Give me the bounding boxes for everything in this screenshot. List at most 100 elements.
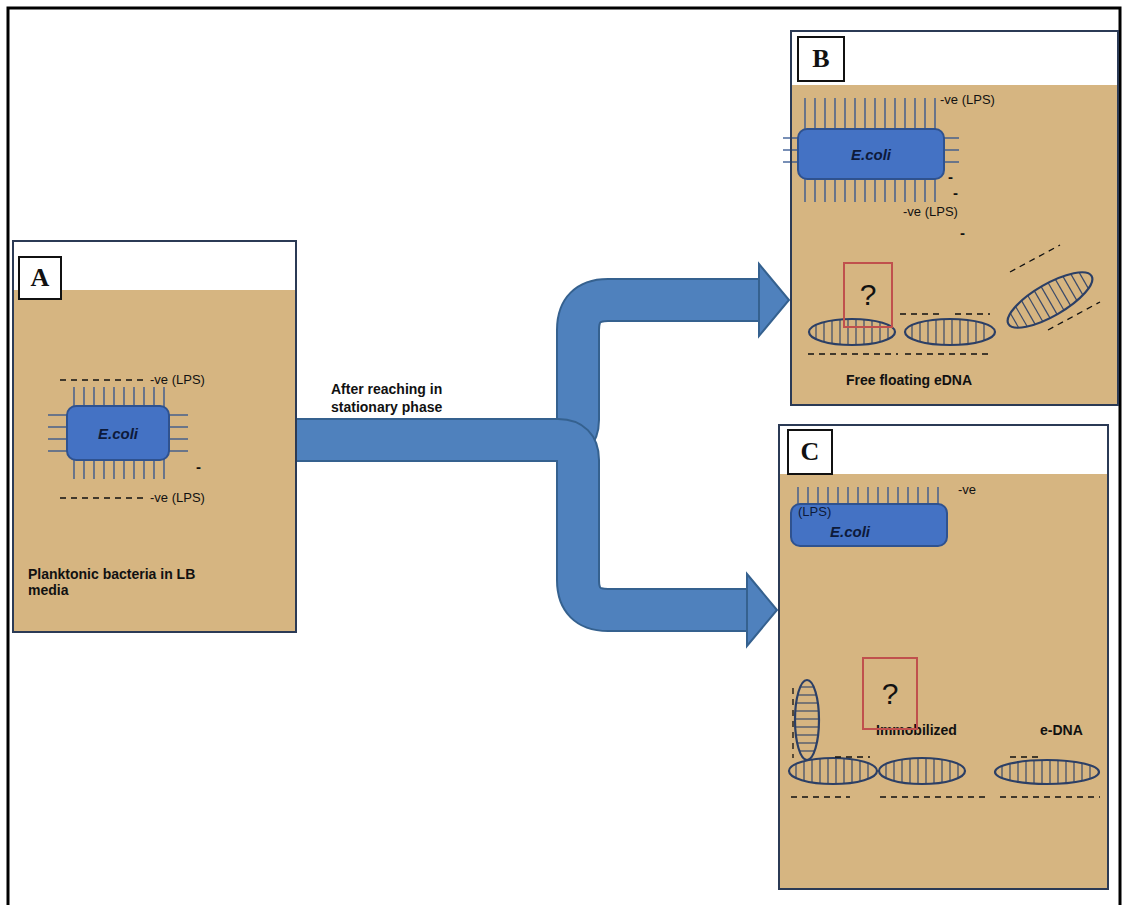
stroke (153, 459, 154, 479)
panel-caption: e-DNA (1040, 722, 1110, 738)
edna-strand (789, 758, 877, 784)
stroke (48, 438, 68, 439)
stroke (168, 438, 188, 439)
charge-dashes (792, 688, 793, 758)
stroke (959, 319, 960, 344)
stroke (885, 764, 886, 778)
stroke (854, 98, 855, 130)
stroke (894, 98, 895, 130)
stroke (795, 718, 819, 719)
stroke (943, 137, 959, 138)
stroke (914, 178, 915, 202)
panel-letter: A (31, 263, 50, 293)
charge-dashes (900, 313, 940, 314)
arrow-label: After reaching in stationary phase (331, 380, 481, 416)
stroke (800, 686, 814, 687)
stroke (859, 761, 860, 782)
stroke (804, 178, 805, 202)
edna-strand (995, 760, 1099, 784)
charge-dashes (60, 497, 146, 498)
stroke (943, 149, 959, 150)
stroke (48, 426, 68, 427)
charge-dashes (905, 353, 990, 354)
stroke (834, 98, 835, 130)
stroke (796, 702, 818, 703)
stroke (814, 178, 815, 202)
stroke (73, 459, 74, 479)
cell-and-dna-art (48, 98, 1100, 797)
edna-strand (795, 680, 819, 760)
charge-dashes (835, 756, 870, 757)
stroke (1025, 761, 1026, 783)
panel-letter-box: B (797, 36, 845, 82)
ecoli-cell: E.coli (66, 405, 170, 461)
stroke (93, 387, 94, 407)
stroke (803, 761, 804, 781)
arrow-shaft (297, 440, 749, 610)
stroke (143, 387, 144, 407)
charge-sign: - (948, 168, 953, 185)
cell-name: E.coli (851, 146, 891, 163)
stroke (843, 758, 844, 783)
charge-dashes (808, 353, 898, 354)
stroke (934, 98, 935, 130)
stroke (943, 319, 944, 345)
stroke (168, 414, 188, 415)
panel-caption: Planktonic bacteria in LB media (28, 566, 208, 598)
stroke (933, 759, 934, 784)
stroke (844, 98, 845, 130)
stroke (827, 758, 828, 784)
ecoli-cell: (LPS)E.coli (790, 503, 948, 547)
stroke (904, 178, 905, 202)
edna-strand (809, 319, 895, 345)
edna-strand (905, 319, 995, 345)
pili (783, 98, 959, 202)
charge-dashes (1000, 796, 1100, 797)
stroke (917, 758, 918, 784)
charge-dashes (791, 796, 850, 797)
stroke (1079, 272, 1088, 288)
question-box: ? (862, 657, 918, 730)
stroke (925, 758, 926, 784)
stroke (855, 319, 856, 345)
charge-label: -ve (958, 482, 976, 497)
stroke (884, 178, 885, 202)
stroke (864, 178, 865, 202)
edna-strand (1000, 262, 1099, 338)
stroke (924, 178, 925, 202)
stroke (839, 320, 840, 345)
stroke (153, 387, 154, 407)
panel-letter-box: A (18, 256, 62, 300)
panel-letter: B (812, 44, 829, 74)
stroke (809, 319, 895, 345)
panel-box: Planktonic bacteria in LB media A E.coli (12, 240, 297, 633)
stroke (48, 450, 68, 451)
question-box: ? (843, 262, 893, 328)
stroke (133, 387, 134, 407)
stroke (1034, 291, 1050, 318)
stroke (957, 764, 958, 778)
stroke (874, 98, 875, 130)
charge-dashes (1048, 302, 1100, 330)
stroke (1073, 762, 1074, 783)
stroke (797, 742, 817, 743)
stroke (831, 320, 832, 343)
stroke (911, 325, 912, 339)
panel-letter: C (801, 437, 820, 467)
stroke (811, 760, 812, 783)
outer-frame (8, 8, 1120, 905)
stroke (83, 459, 84, 479)
stroke (835, 758, 836, 784)
cell-name: E.coli (830, 523, 910, 540)
stroke (796, 734, 818, 735)
stroke (879, 758, 965, 784)
stroke (1033, 760, 1034, 783)
charge-dashes (880, 796, 990, 797)
stroke (795, 710, 818, 711)
arrow-head (759, 264, 789, 336)
stroke (1057, 760, 1058, 783)
stroke (1001, 766, 1002, 778)
question-mark: ? (882, 677, 899, 711)
stroke (874, 178, 875, 202)
